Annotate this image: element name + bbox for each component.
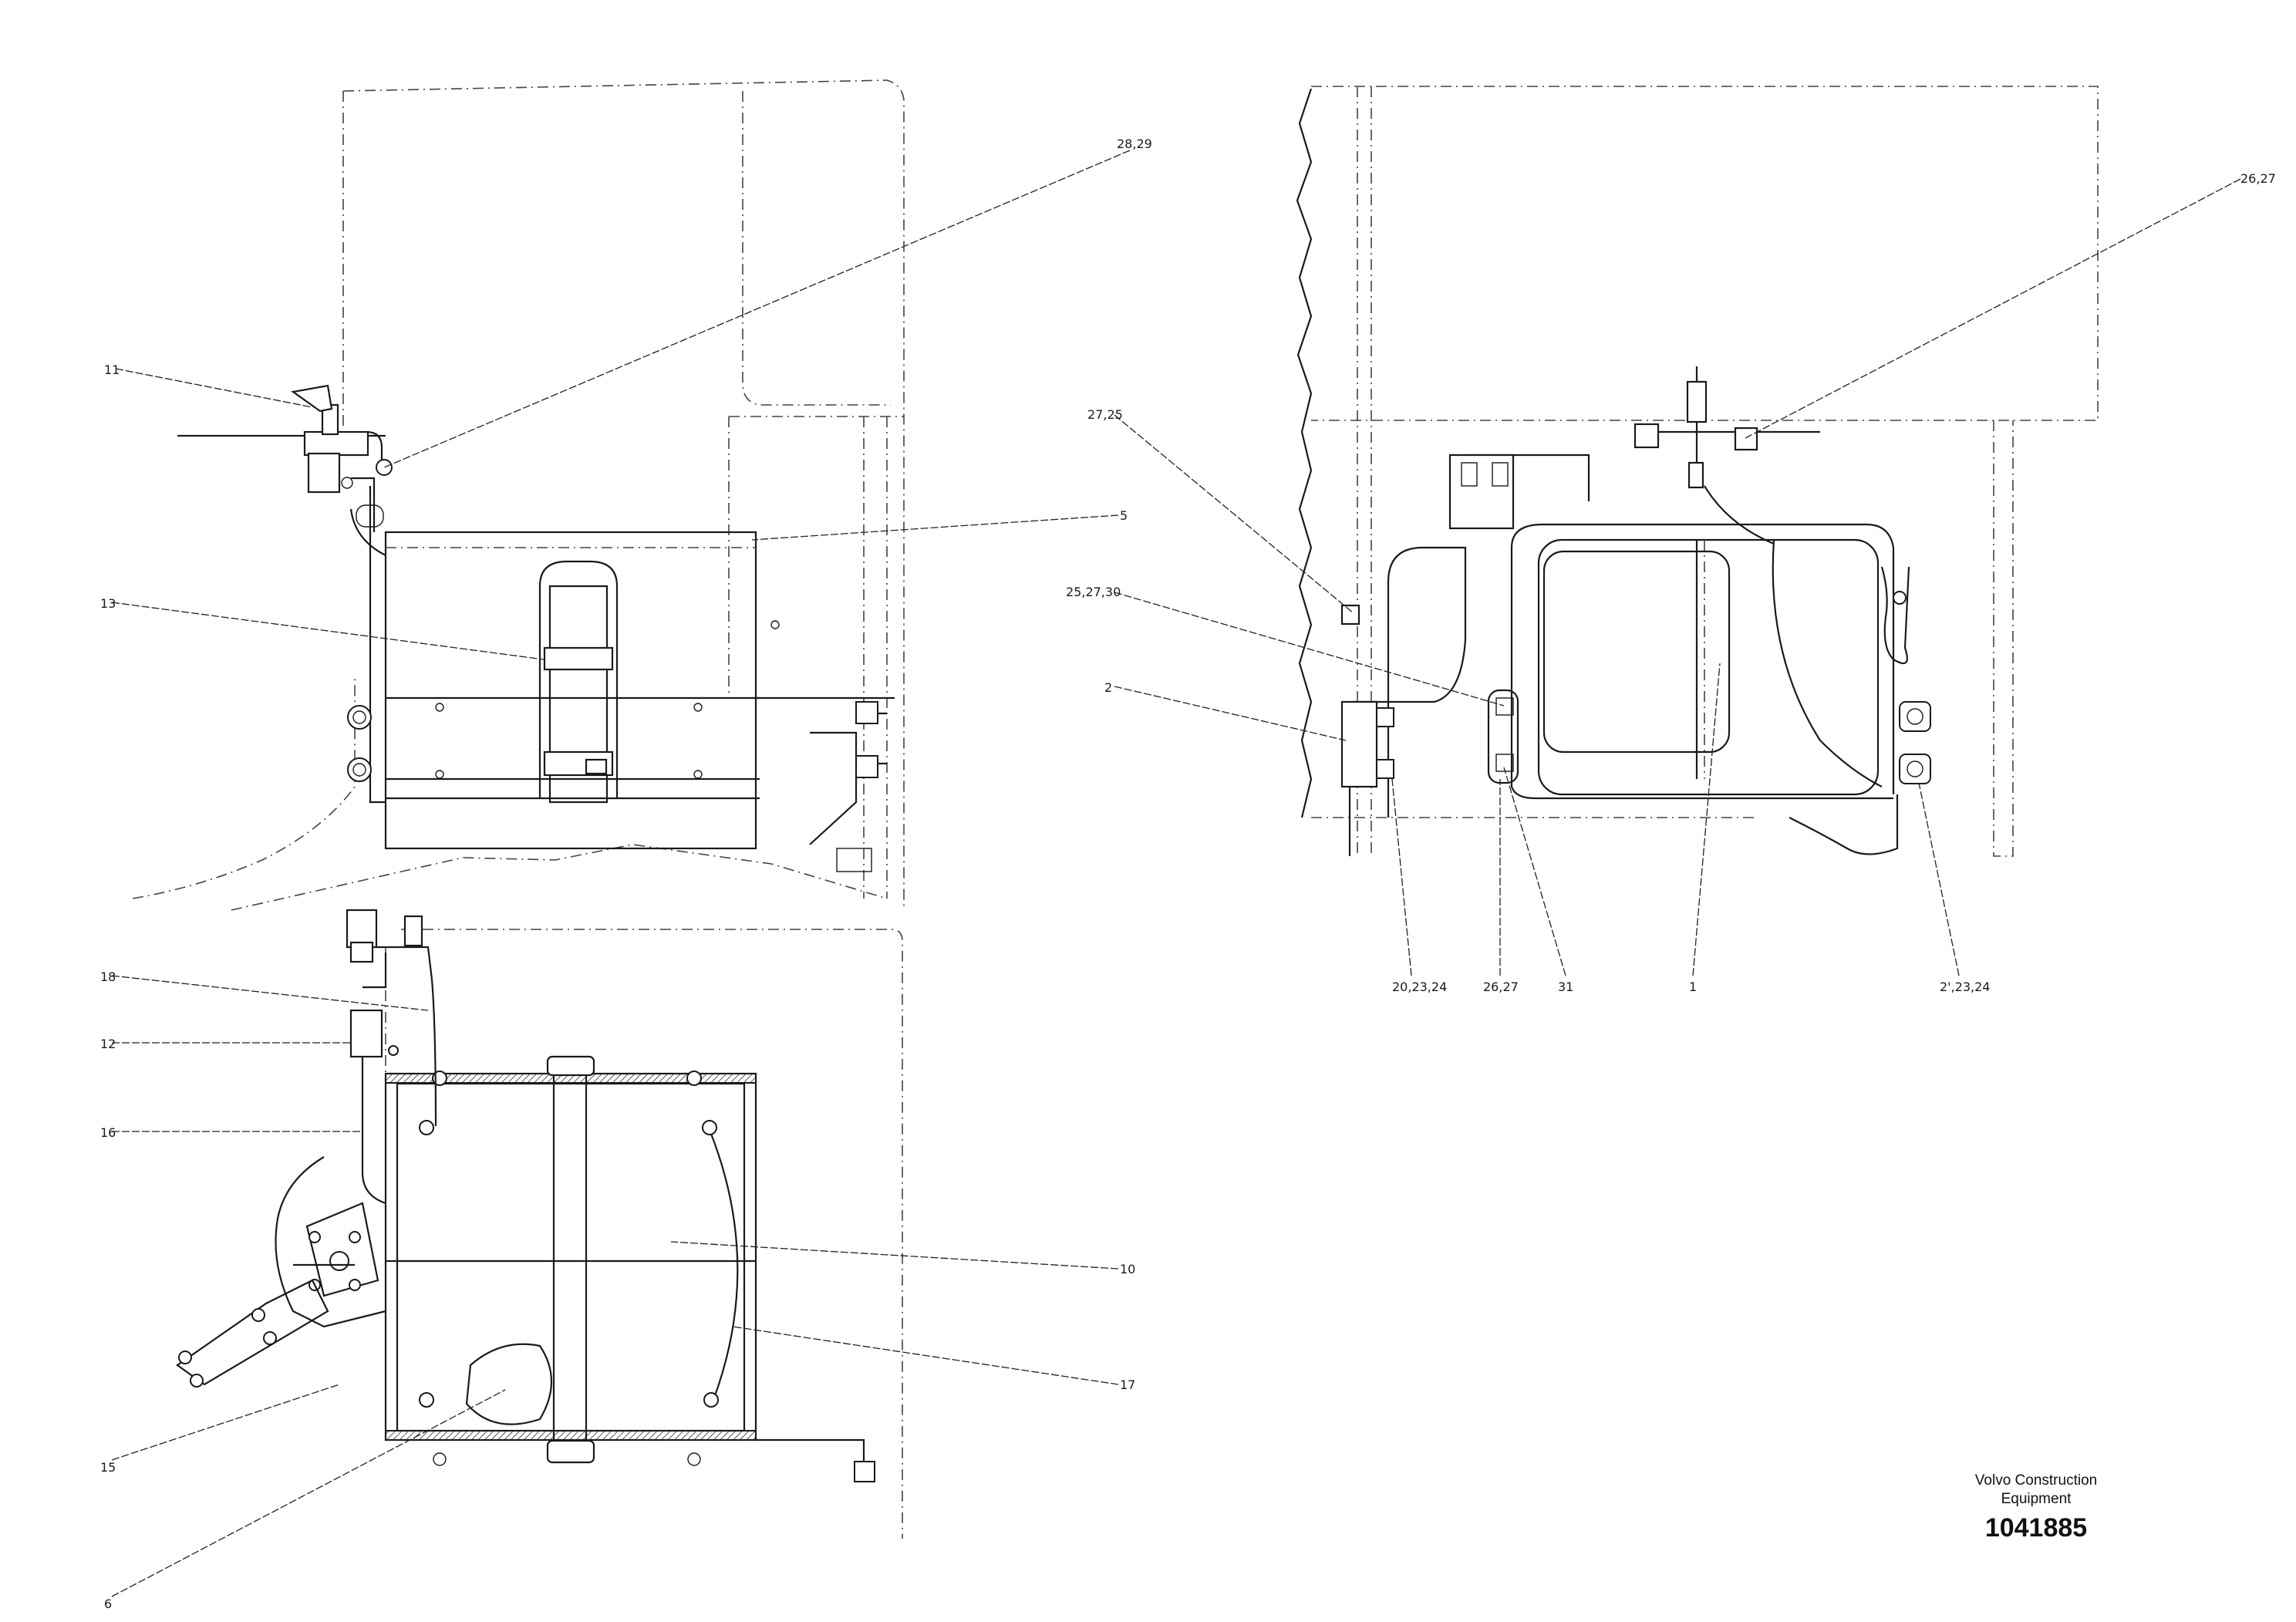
callout-18: 18 (100, 969, 116, 984)
view-bottom-left (176, 909, 903, 1539)
callout-26-27-bottom: 26,27 (1483, 980, 1519, 994)
callout-6: 6 (104, 1597, 112, 1611)
leader-lines (111, 150, 2241, 1597)
callout-16: 16 (100, 1125, 116, 1140)
callout-1: 1 (1689, 980, 1697, 994)
callout-20-23-24: 20,23,24 (1392, 980, 1447, 994)
callout-31: 31 (1558, 980, 1573, 994)
company-name-line2: Equipment (2001, 1491, 2072, 1507)
callout-11: 11 (104, 363, 120, 377)
callout-2: 2 (1104, 680, 1112, 695)
title-block: Volvo Construction Equipment 1041885 (1928, 1472, 2144, 1543)
callout-17: 17 (1120, 1378, 1135, 1392)
view-top-left (132, 79, 905, 911)
callout-15: 15 (100, 1460, 116, 1475)
callout-27-25: 27,25 (1087, 407, 1123, 422)
company-name-line1: Volvo Construction (1974, 1472, 2098, 1489)
callout-labels: 11 28,29 5 13 18 12 16 10 17 15 6 26,27 … (100, 137, 2276, 1611)
callout-28-29: 28,29 (1117, 137, 1152, 151)
callout-26-27-top: 26,27 (2240, 171, 2276, 186)
view-right (1296, 86, 2099, 857)
drawing-number: 1041885 (1984, 1513, 2088, 1543)
callout-12: 12 (100, 1037, 116, 1051)
callout-10: 10 (1120, 1262, 1135, 1276)
callout-5: 5 (1120, 508, 1128, 523)
callout-13: 13 (100, 596, 116, 611)
callout-25-27-30: 25,27,30 (1066, 585, 1121, 599)
callout-21-23-24: 2',23,24 (1940, 980, 1990, 994)
